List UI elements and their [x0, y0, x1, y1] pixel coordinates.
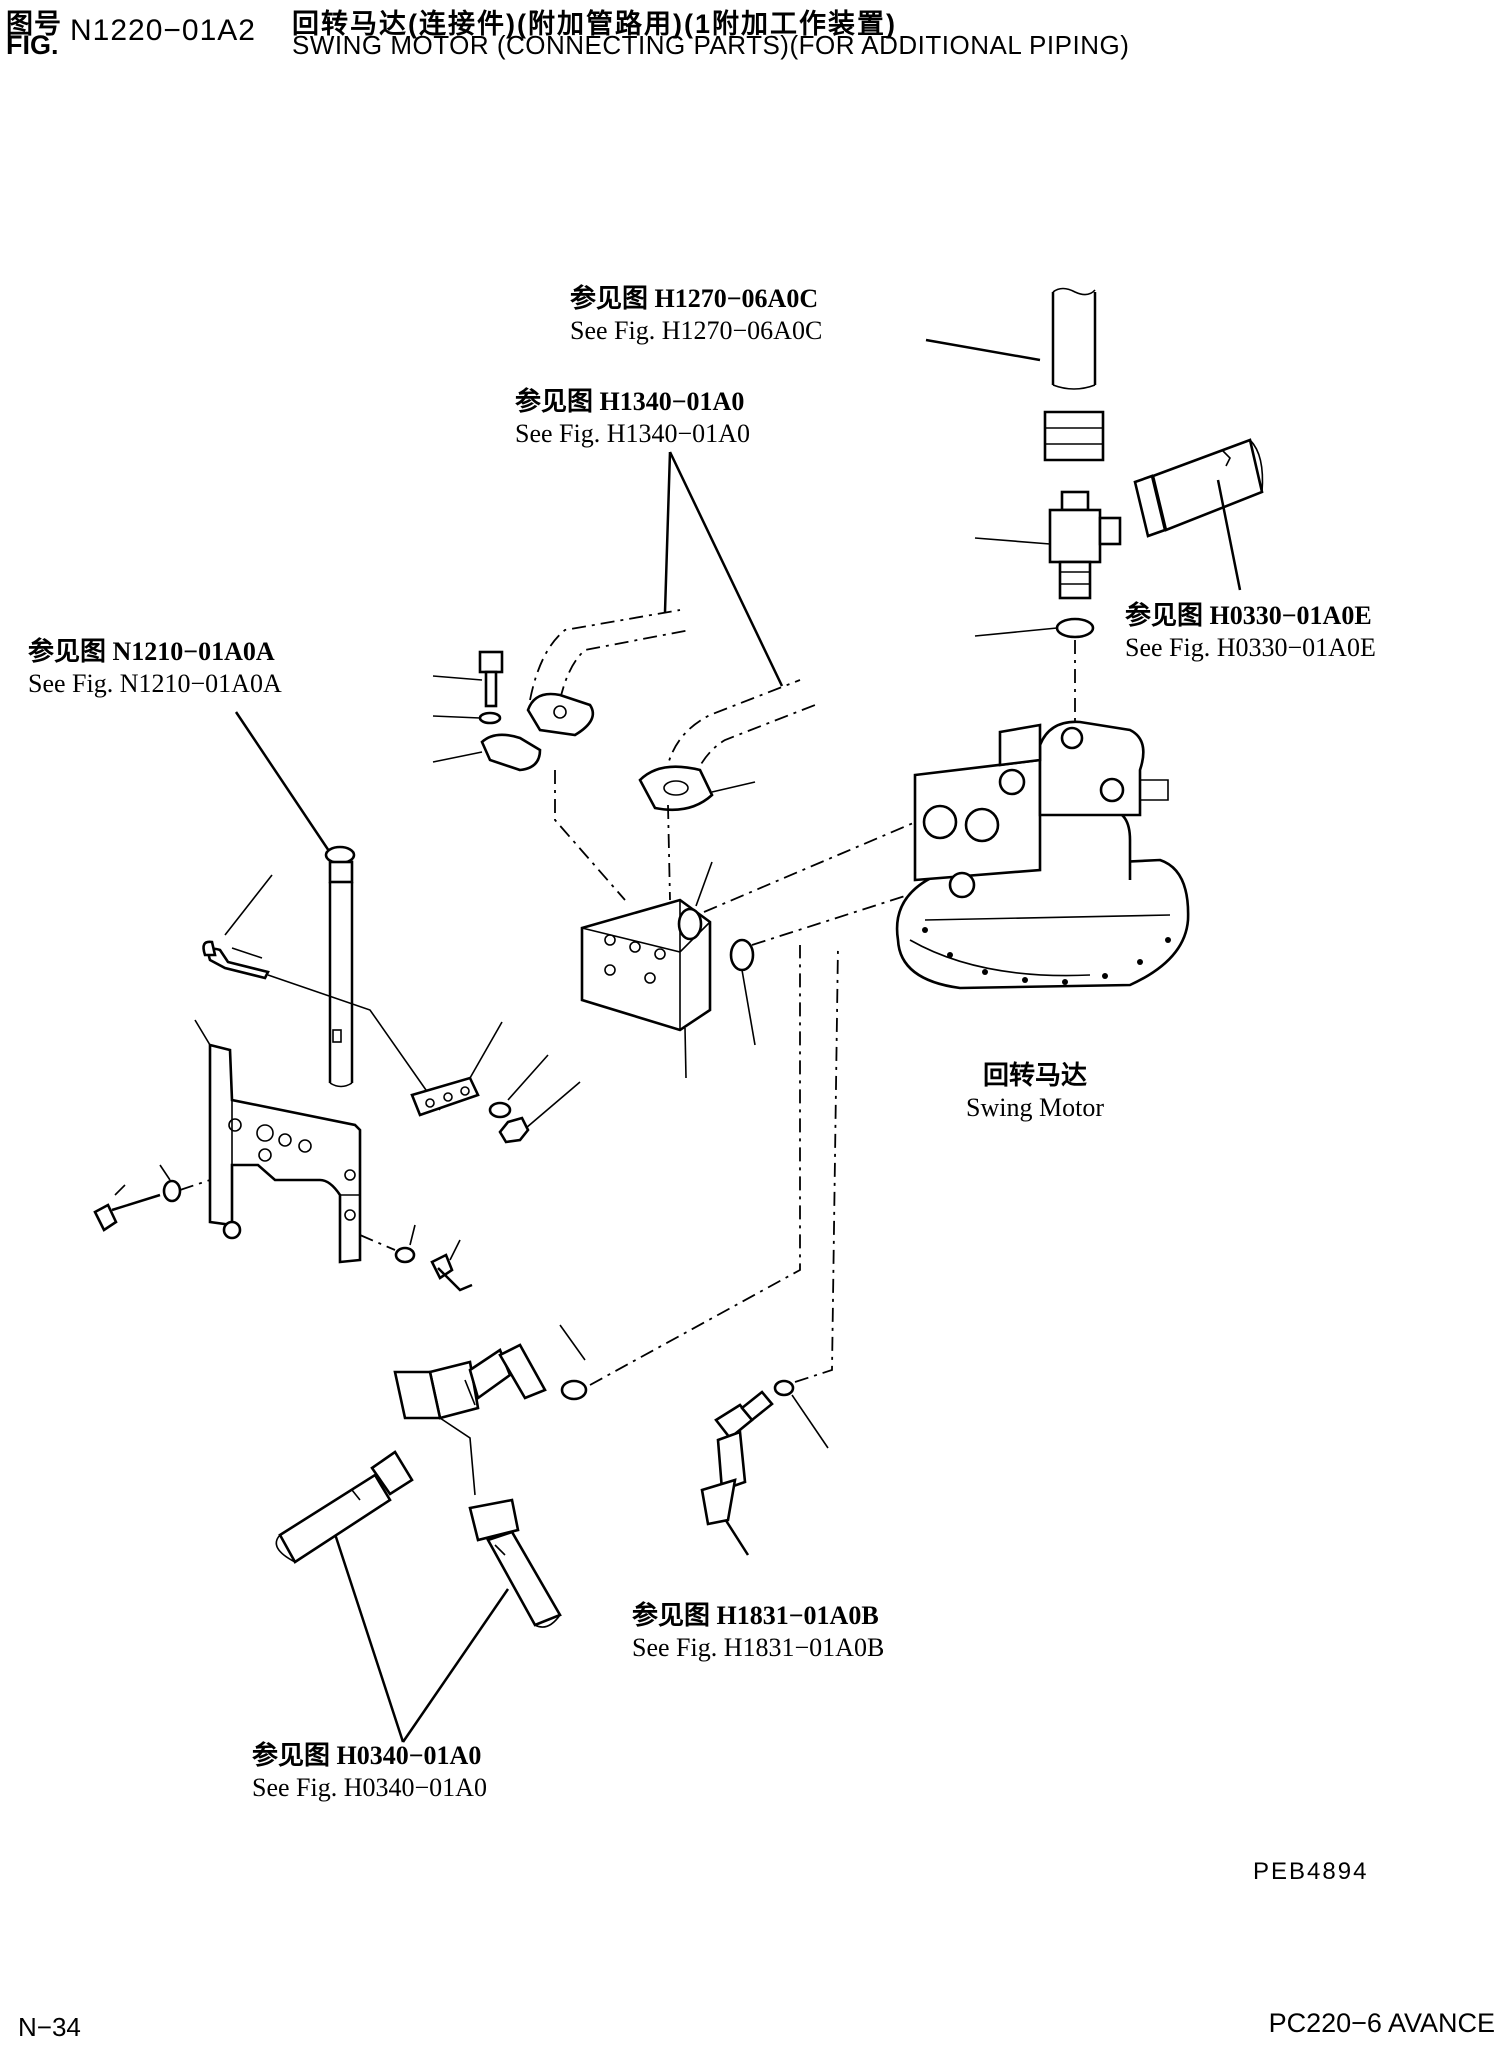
- flange-bolt-set: [432, 650, 542, 772]
- reference-h1831: 参见图 H1831−01A0B See Fig. H1831−01A0B: [632, 1600, 884, 1664]
- hose-right: [1133, 438, 1264, 538]
- clamp-plate: [410, 1021, 503, 1117]
- clamp-guide-line: [267, 974, 441, 1111]
- o-ring-block-1: [677, 907, 703, 941]
- reference-label-en: See Fig. H0340−01A0: [252, 1773, 487, 1802]
- bracket-bolt-right: [359, 1224, 473, 1292]
- page-number: N−34: [18, 2012, 81, 2042]
- flange-hose-right: [638, 679, 816, 812]
- elbow-fitting: [700, 944, 839, 1526]
- bracket-bolt-left: [93, 1164, 211, 1232]
- hose-lower-left: [275, 1450, 414, 1564]
- flange-hose-left: [526, 609, 691, 737]
- reference-n1210: 参见图 N1210−01A0A See Fig. N1210−01A0A: [28, 636, 282, 700]
- reference-label-zh: 参见图 H0330−01A0E: [1125, 601, 1372, 630]
- reference-h1270: 参见图 H1270−06A0C See Fig. H1270−06A0C: [570, 283, 822, 347]
- swing-motor-label-zh: 回转马达: [982, 1061, 1087, 1090]
- hose-lower-down: [468, 1498, 562, 1628]
- support-rod: [324, 845, 356, 1088]
- tee-fitting-upper: [974, 490, 1122, 600]
- nut-washer-set: [488, 1054, 581, 1144]
- reference-label-zh: 参见图 N1210−01A0A: [28, 637, 275, 666]
- reference-label-zh: 参见图 H1340−01A0: [515, 387, 745, 416]
- reference-h1340: 参见图 H1340−01A0 See Fig. H1340−01A0: [515, 386, 750, 450]
- reference-h0330: 参见图 H0330−01A0E See Fig. H0330−01A0E: [1125, 600, 1376, 664]
- swing-motor-label-en: Swing Motor: [966, 1093, 1104, 1122]
- reference-label-zh: 参见图 H0340−01A0: [252, 1741, 482, 1770]
- title-english: SWING MOTOR (CONNECTING PARTS)(FOR ADDIT…: [292, 30, 1130, 60]
- u-bolt: [202, 874, 273, 980]
- mounting-bracket: [194, 1019, 362, 1264]
- image-code: PEB4894: [1253, 1858, 1369, 1885]
- fig-label-en: FIG.: [6, 30, 59, 60]
- upper-pipe: [1043, 287, 1105, 462]
- o-ring-upper: [1055, 617, 1095, 639]
- o-ring-elbow: [773, 1379, 795, 1397]
- junction-block: [554, 770, 712, 1079]
- figure-number: N1220−01A2: [70, 14, 256, 47]
- fig-label-zh: 图号: [6, 9, 62, 39]
- reference-label-en: See Fig. H1831−01A0B: [632, 1633, 885, 1662]
- o-ring-block-2: [729, 938, 755, 972]
- reference-h0340: 参见图 H0340−01A0 See Fig. H0340−01A0: [252, 1740, 487, 1804]
- model-name: PC220−6 AVANCE: [1268, 2008, 1495, 2038]
- o-ring-lower: [560, 1379, 588, 1401]
- tee-fitting-lower: [393, 945, 801, 1496]
- reference-label-zh: 参见图 H1270−06A0C: [570, 284, 819, 313]
- reference-arrows: [234, 338, 1242, 1743]
- reference-label-en: See Fig. H0330−01A0E: [1125, 633, 1376, 662]
- reference-label-en: See Fig. H1340−01A0: [515, 419, 750, 448]
- reference-label-zh: 参见图 H1831−01A0B: [632, 1601, 879, 1630]
- swing-motor: [895, 640, 1190, 990]
- reference-label-en: See Fig. N1210−01A0A: [28, 669, 282, 698]
- reference-label-en: See Fig. H1270−06A0C: [570, 316, 823, 345]
- swing-motor-label: 回转马达 Swing Motor: [945, 1060, 1125, 1124]
- title-chinese: 回转马达(连接件)(附加管路用)(1附加工作装置): [292, 9, 897, 39]
